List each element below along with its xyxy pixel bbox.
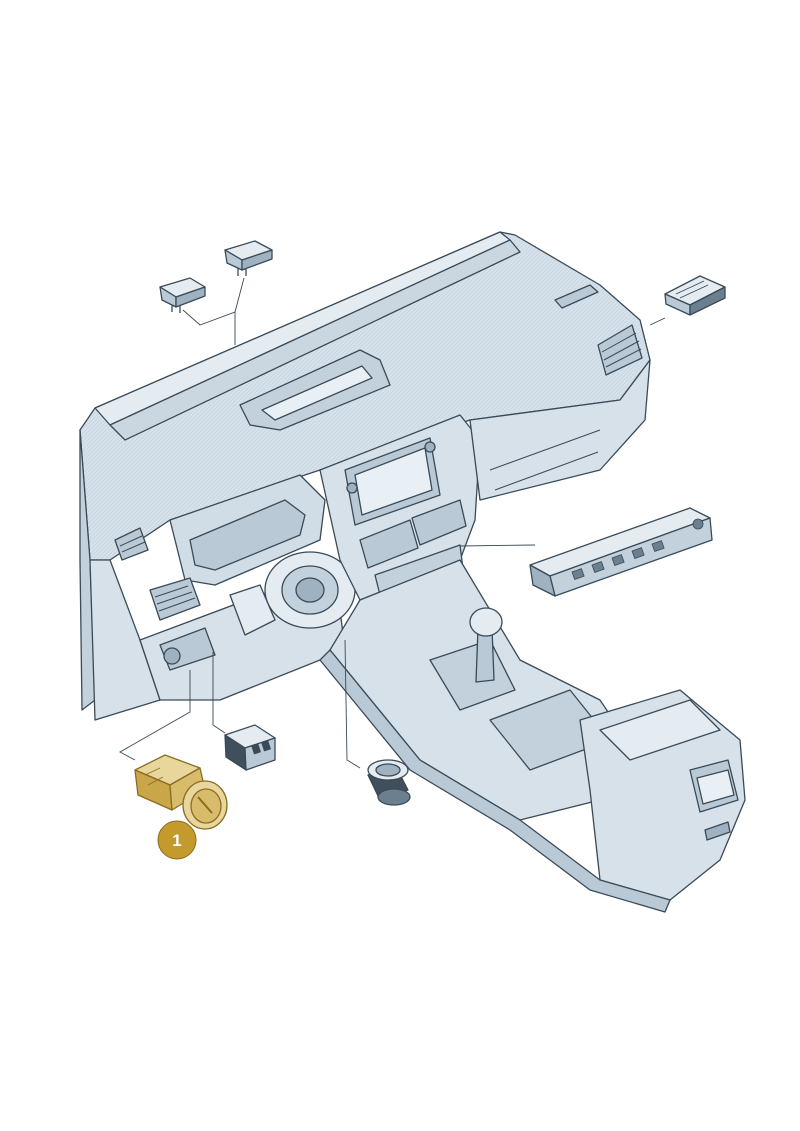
callout-1[interactable]: 1 xyxy=(157,820,197,860)
air-vent-control-icon xyxy=(664,275,726,316)
side-trim-clip-icon xyxy=(159,277,206,313)
start-button-icon xyxy=(367,759,411,806)
usb-port-icon xyxy=(224,724,276,771)
side-trim-clip-icon xyxy=(224,240,273,276)
headlight-switch-icon xyxy=(134,754,228,830)
leader-lines xyxy=(119,277,666,769)
callout-label: 1 xyxy=(172,831,181,850)
switch-panel-icon xyxy=(529,507,713,597)
dashboard-assembly xyxy=(79,231,746,913)
